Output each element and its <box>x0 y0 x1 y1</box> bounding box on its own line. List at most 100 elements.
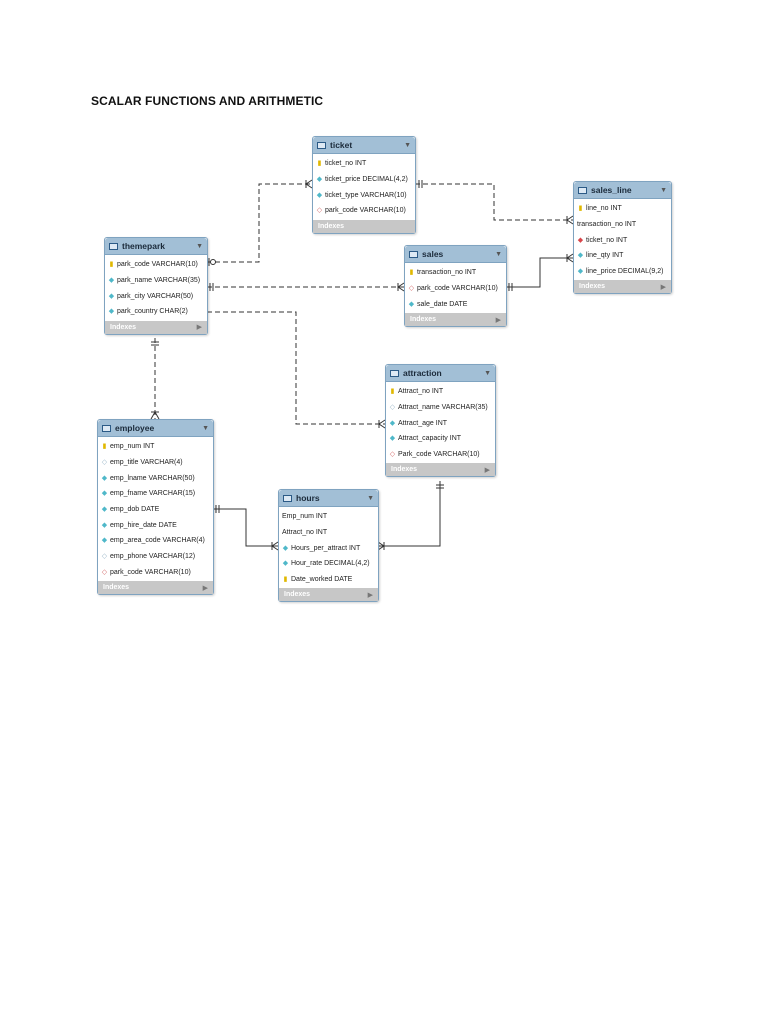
table-column-row[interactable]: ◆ticket_no INT <box>574 232 671 248</box>
foreign-key-icon: ◆ <box>577 236 584 244</box>
table-column-row[interactable]: ◇emp_phone VARCHAR(12) <box>98 549 213 565</box>
table-header[interactable]: hours ▼ <box>279 490 378 507</box>
table-column-row[interactable]: ◇Park_code VARCHAR(10) <box>386 447 495 463</box>
table-column-row[interactable]: ◆line_qty INT <box>574 248 671 264</box>
table-column-row[interactable]: ◆park_country CHAR(2) <box>105 304 207 320</box>
primary-key-icon: ▮ <box>109 261 114 269</box>
table-column-row[interactable]: ◆park_city VARCHAR(50) <box>105 288 207 304</box>
table-header[interactable]: themepark ▼ <box>105 238 207 255</box>
table-header[interactable]: attraction ▼ <box>386 365 495 382</box>
chevron-right-icon[interactable]: ▶ <box>495 316 501 324</box>
table-header[interactable]: sales ▼ <box>405 246 506 263</box>
nullable-column-icon: ◇ <box>101 553 108 561</box>
rel-attraction-hours[interactable] <box>377 481 444 551</box>
indexes-section[interactable]: Indexes <box>313 219 415 233</box>
rel-sales-sales-line[interactable] <box>506 253 574 291</box>
indexes-section[interactable]: Indexes ▶ <box>98 581 213 595</box>
chevron-down-icon[interactable]: ▼ <box>495 250 502 258</box>
column-label: park_code VARCHAR(10) <box>110 568 191 576</box>
indexes-section[interactable]: Indexes ▶ <box>279 588 378 602</box>
table-column-row[interactable]: ◆Hours_per_attract INT <box>279 540 378 556</box>
primary-key-icon: ▮ <box>578 205 583 213</box>
table-column-row[interactable]: ◆line_price DECIMAL(9,2) <box>574 264 671 280</box>
chevron-right-icon[interactable]: ▶ <box>196 324 202 332</box>
table-column-row[interactable]: Emp_num INT <box>279 509 378 525</box>
table-column-row[interactable]: ◆emp_lname VARCHAR(50) <box>98 470 213 486</box>
indexes-section[interactable]: Indexes ▶ <box>386 463 495 477</box>
table-attraction[interactable]: attraction ▼ ▮Attract_no INT◇Attract_nam… <box>385 364 496 478</box>
table-column-row[interactable]: ◆emp_hire_date DATE <box>98 517 213 533</box>
column-diamond-icon: ◆ <box>108 308 115 316</box>
table-column-row[interactable]: ◆emp_fname VARCHAR(15) <box>98 486 213 502</box>
indexes-label: Indexes <box>410 316 437 324</box>
table-column-row[interactable]: ▮ticket_no INT <box>313 156 415 172</box>
column-diamond-icon: ◆ <box>316 176 323 184</box>
indexes-section[interactable]: Indexes ▶ <box>405 313 506 327</box>
column-label: emp_hire_date DATE <box>110 521 177 529</box>
rel-themepark-employee[interactable] <box>150 338 160 420</box>
table-icon <box>317 141 326 149</box>
rel-employee-hours[interactable] <box>213 505 279 551</box>
chevron-down-icon[interactable]: ▼ <box>660 186 667 194</box>
table-column-row[interactable]: ▮line_no INT <box>574 201 671 217</box>
table-header[interactable]: sales_line ▼ <box>574 182 671 199</box>
table-header[interactable]: employee ▼ <box>98 420 213 437</box>
table-column-row[interactable]: ▮Attract_no INT <box>386 384 495 400</box>
table-column-row[interactable]: ▮emp_num INT <box>98 439 213 455</box>
indexes-label: Indexes <box>284 591 311 599</box>
indexes-section[interactable]: Indexes ▶ <box>574 280 671 294</box>
table-column-row[interactable]: ◆emp_dob DATE <box>98 502 213 518</box>
indexes-label: Indexes <box>110 323 137 331</box>
chevron-down-icon[interactable]: ▼ <box>196 242 203 250</box>
rel-ticket-sales-line[interactable] <box>415 180 574 225</box>
table-column-row[interactable]: ◆Hour_rate DECIMAL(4,2) <box>279 556 378 572</box>
chevron-right-icon[interactable]: ▶ <box>484 466 490 474</box>
table-icon <box>102 424 111 432</box>
table-ticket[interactable]: ticket ▼ ▮ticket_no INT◆ticket_price DEC… <box>312 136 416 234</box>
table-column-row[interactable]: Attract_no INT <box>279 525 378 541</box>
table-column-row[interactable]: ▮Date_worked DATE <box>279 572 378 588</box>
chevron-down-icon[interactable]: ▼ <box>484 369 491 377</box>
table-column-row[interactable]: ◆sale_date DATE <box>405 296 506 312</box>
chevron-right-icon[interactable]: ▶ <box>202 584 208 592</box>
table-column-row[interactable]: ◆Attract_capacity INT <box>386 431 495 447</box>
table-column-row[interactable]: ◇park_code VARCHAR(10) <box>98 565 213 581</box>
table-column-row[interactable]: ◆emp_area_code VARCHAR(4) <box>98 533 213 549</box>
column-label: park_country CHAR(2) <box>117 308 188 316</box>
table-themepark[interactable]: themepark ▼ ▮park_code VARCHAR(10)◆park_… <box>104 237 208 335</box>
column-label: Attract_name VARCHAR(35) <box>398 404 488 412</box>
chevron-right-icon[interactable]: ▶ <box>367 591 373 599</box>
table-column-row[interactable]: ◇emp_title VARCHAR(4) <box>98 455 213 471</box>
table-column-row[interactable]: ◇park_code VARCHAR(10) <box>405 281 506 297</box>
table-column-row[interactable]: ◆Attract_age INT <box>386 415 495 431</box>
table-column-row[interactable]: ▮park_code VARCHAR(10) <box>105 257 207 273</box>
table-column-row[interactable]: ◆ticket_price DECIMAL(4,2) <box>313 172 415 188</box>
table-employee[interactable]: employee ▼ ▮emp_num INT◇emp_title VARCHA… <box>97 419 214 596</box>
column-label: emp_phone VARCHAR(12) <box>110 553 196 561</box>
table-column-row[interactable]: ◆ticket_type VARCHAR(10) <box>313 187 415 203</box>
table-header[interactable]: ticket ▼ <box>313 137 415 154</box>
table-name: themepark <box>122 241 165 251</box>
rel-themepark-sales[interactable] <box>207 282 405 292</box>
chevron-right-icon[interactable]: ▶ <box>660 283 666 291</box>
column-label: park_code VARCHAR(10) <box>325 207 406 215</box>
rel-themepark-ticket[interactable] <box>207 179 313 266</box>
column-list: ▮ticket_no INT◆ticket_price DECIMAL(4,2)… <box>313 154 415 220</box>
column-label: emp_dob DATE <box>110 506 160 514</box>
table-column-row[interactable]: ▮transaction_no INT <box>405 265 506 281</box>
table-column-row[interactable]: ◇Attract_name VARCHAR(35) <box>386 400 495 416</box>
indexes-section[interactable]: Indexes ▶ <box>105 320 207 334</box>
foreign-key-icon: ◇ <box>408 285 415 293</box>
chevron-down-icon[interactable]: ▼ <box>404 141 411 149</box>
chevron-down-icon[interactable]: ▼ <box>202 424 209 432</box>
table-column-row[interactable]: ◇park_code VARCHAR(10) <box>313 203 415 219</box>
table-column-row[interactable]: ◆park_name VARCHAR(35) <box>105 273 207 289</box>
table-sales[interactable]: sales ▼ ▮transaction_no INT◇park_code VA… <box>404 245 507 328</box>
column-diamond-icon: ◆ <box>282 544 289 552</box>
chevron-down-icon[interactable]: ▼ <box>367 494 374 502</box>
table-column-row[interactable]: transaction_no INT <box>574 217 671 233</box>
rel-themepark-attraction[interactable] <box>207 311 386 429</box>
